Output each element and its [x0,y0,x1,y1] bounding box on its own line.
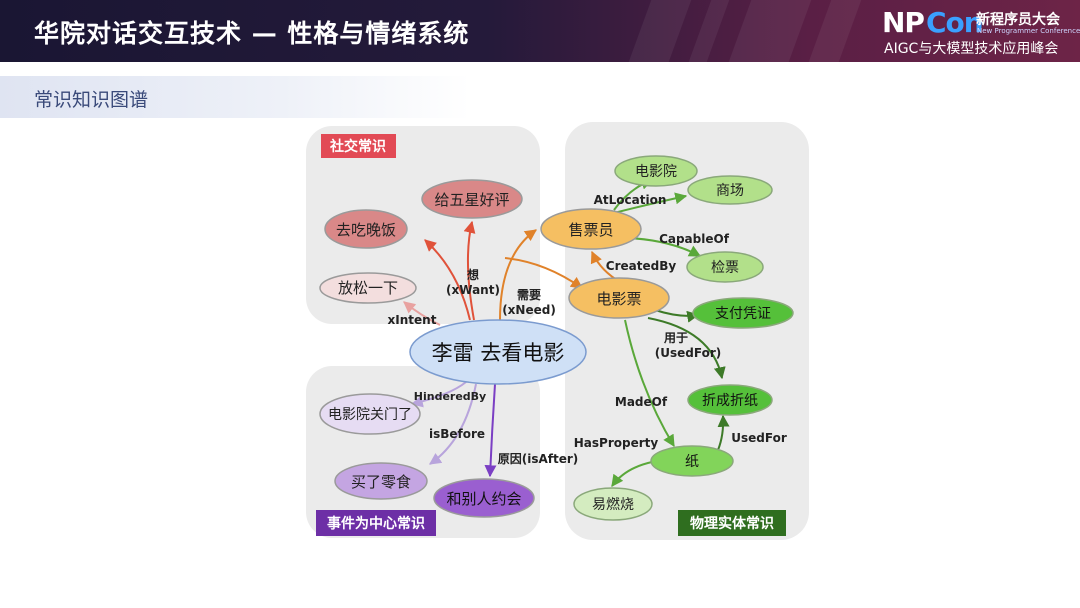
edge-want-dinner [424,239,471,321]
edge-hinderedby-closed [410,381,467,408]
edge-label-usedfor-cn: 用于 [663,331,688,345]
physical-panel-label: 物理实体常识 [690,515,774,532]
edge-want-review [463,220,476,321]
edge-madeof-paper [624,319,675,448]
edge-label-madeof: MadeOf [615,395,668,409]
node-relax [319,272,417,304]
node-fold-label: 折成折纸 [702,393,758,409]
edge-label-usedfor-en: (UsedFor) [655,346,721,360]
node-check-ticket [686,251,764,283]
node-relax-label: 放松一下 [338,279,398,297]
node-cinema-closed-label: 电影院关门了 [328,407,412,423]
node-payment [692,297,794,329]
logo-np: NP [882,6,925,39]
edge-label-createdby: CreatedBy [606,259,677,273]
node-ticket-seller-label: 售票员 [568,221,613,239]
edge-label-want-en: (xWant) [446,283,500,297]
edge-label-hinderedby: HinderedBy [414,390,486,403]
node-mall-label: 商场 [716,183,744,199]
header-bar: 华院对话交互技术 — 性格与情绪系统 NP Con 新程序员大会 New Pro… [0,0,1080,62]
event-panel-label: 事件为中心常识 [327,515,425,532]
node-date [433,478,535,518]
node-eat-dinner [324,209,408,249]
node-center-label: 李雷 去看电影 [432,341,565,365]
node-cinema [614,155,698,187]
edge-intent-relax [403,301,441,326]
social-panel-label: 社交常识 [329,138,386,155]
logo-conference-name: 新程序员大会 [976,12,1060,28]
edge-label-want: 想 [466,267,479,282]
event-panel-label-bg [316,510,436,536]
edge-label-intent: xIntent [388,313,437,327]
edge-need-seller [499,229,537,321]
page-title: 华院对话交互技术 — 性格与情绪系统 [34,19,470,48]
node-five-star [421,179,523,219]
social-panel-label-bg [321,134,396,158]
edge-label-atlocation: AtLocation [594,193,667,207]
node-snacks-label: 买了零食 [351,473,411,491]
node-movie-ticket [568,277,670,319]
edge-label-usedfor: UsedFor [731,431,787,445]
node-flammable [573,487,653,521]
edge-label-need: 需要 [517,287,541,302]
logo-conference-english: New Programmer Conference [977,27,1080,35]
edge-label-isbefore: isBefore [429,427,485,441]
edge-isbefore-snacks [429,383,477,465]
node-ticket-seller [540,208,642,250]
node-paper [650,445,734,477]
physical-panel-label-bg [678,510,786,536]
logo-summit-name: AIGC与大模型技术应用峰会 [884,41,1059,57]
node-snacks [334,462,428,500]
subtitle-bar [0,76,470,118]
node-cinema-label: 电影院 [635,164,677,180]
node-date-label: 和别人约会 [446,490,521,508]
node-mall [687,175,773,205]
node-five-star-label: 给五星好评 [434,191,509,209]
node-center [409,319,587,385]
edge-usedfor-paper-fold [717,414,730,451]
edge-label-need-en: (xNeed) [502,303,556,317]
node-check-ticket-label: 检票 [711,260,739,276]
edge-hasproperty-flammable [611,461,653,487]
edge-need-ticket [504,257,583,289]
node-fold [687,384,773,416]
node-paper-label: 纸 [685,454,699,470]
section-subtitle: 常识知识图谱 [34,89,149,111]
node-movie-ticket-label: 电影票 [596,290,641,308]
edge-label-isafter: 原因(isAfter) [498,451,579,466]
node-eat-dinner-label: 去吃晚饭 [336,221,396,239]
logo-con: Con [926,6,984,39]
edge-label-capableof: CapableOf [659,232,730,246]
node-cinema-closed [319,393,421,435]
edge-label-hasproperty: HasProperty [574,436,659,450]
edge-isafter-date [484,383,497,478]
edge-usedfor-fold [647,317,726,380]
edge-atlocation-mall [613,192,688,214]
node-payment-label: 支付凭证 [715,306,771,322]
node-flammable-label: 易燃烧 [592,496,634,513]
